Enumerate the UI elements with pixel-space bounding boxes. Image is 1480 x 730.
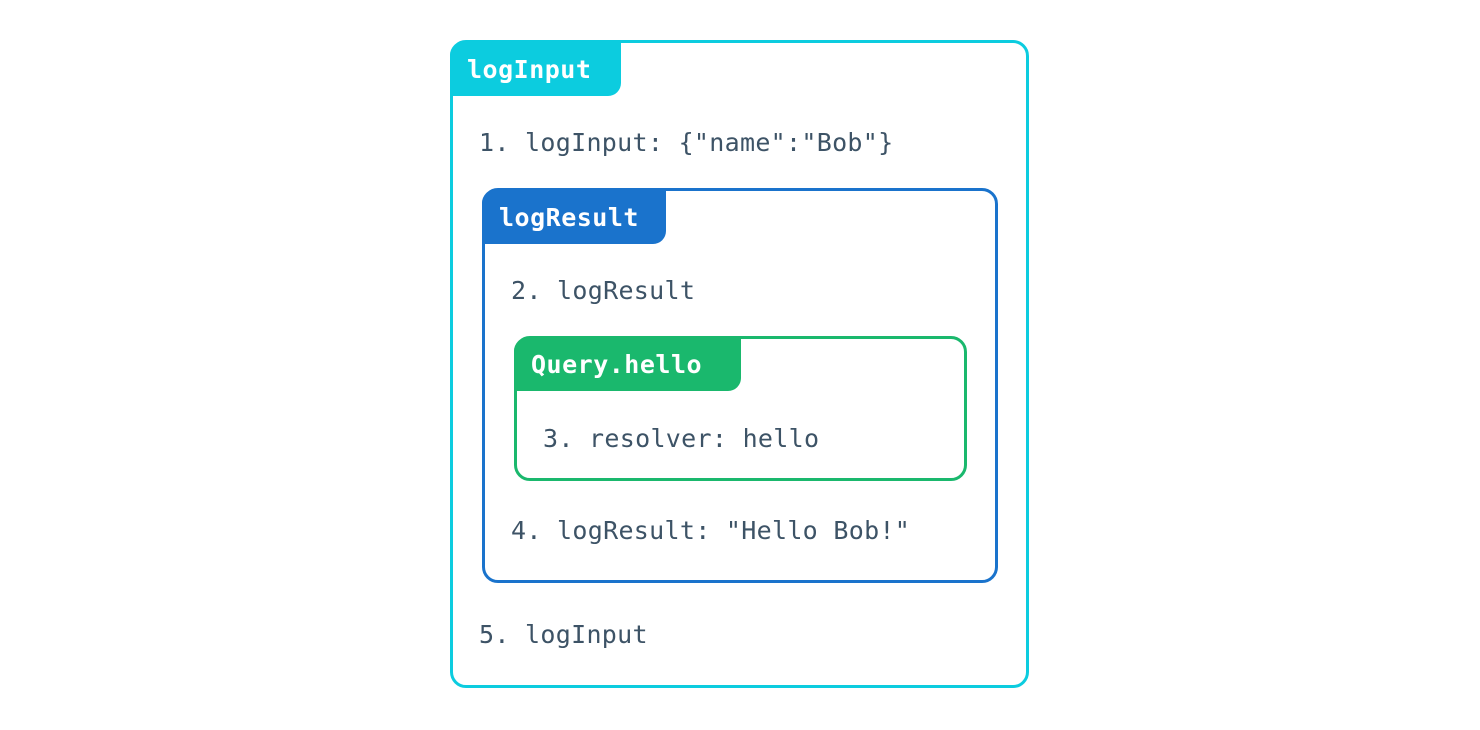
- log-line-5: 5. logInput: [479, 620, 648, 649]
- logInput-frame-label: logInput: [450, 42, 621, 96]
- logInput-frame: [450, 40, 1029, 688]
- log-line-2: 2. logResult: [511, 276, 696, 305]
- query-hello-frame-label: Query.hello: [514, 338, 741, 391]
- log-line-3: 3. resolver: hello: [543, 424, 820, 453]
- query-hello-frame: [514, 336, 967, 481]
- log-line-4: 4. logResult: "Hello Bob!": [511, 516, 911, 545]
- logResult-frame: [482, 188, 998, 583]
- log-line-1: 1. logInput: {"name":"Bob"}: [479, 128, 894, 157]
- logResult-frame-label: logResult: [482, 190, 666, 244]
